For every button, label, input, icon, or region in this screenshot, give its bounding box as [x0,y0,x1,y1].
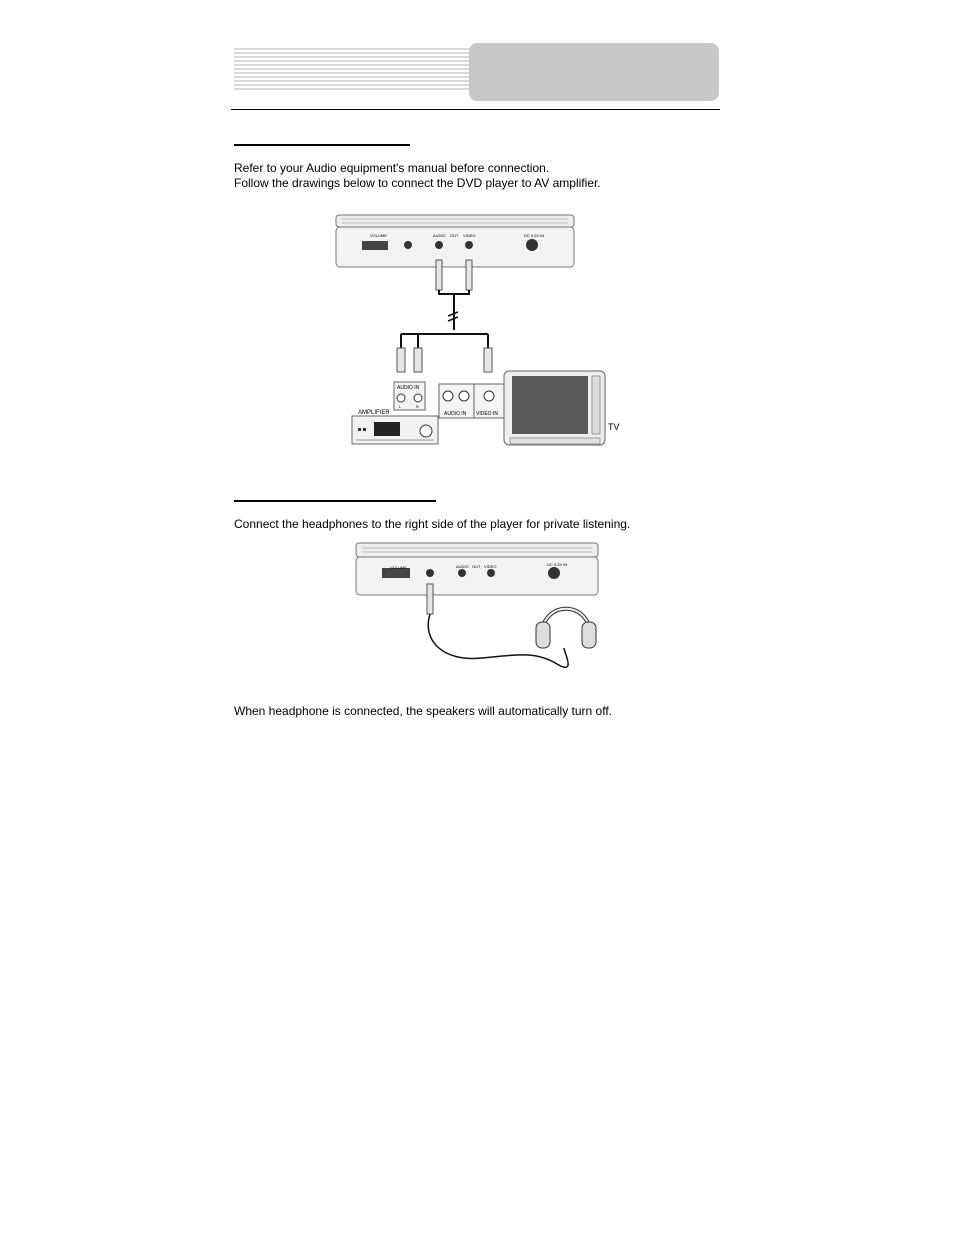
amplifier-connection-diagram: VOLUME AUDIO OUT VIDEO DC 9.5V IN AUDIO … [335,214,620,446]
fig1-tv-audio-in-label: AUDIO IN [444,411,467,417]
fig1-amp-r-label: R [416,404,419,409]
fig2-out-label: OUT [472,564,481,569]
section2-heading-rule [234,500,436,502]
fig1-tv-video-in-label: VIDEO IN [476,411,498,417]
fig2-video-label: VIDEO [484,564,496,569]
section1-line1: Refer to your Audio equipment's manual b… [234,161,550,175]
fig1-dc-in-label: DC 9.5V IN [524,233,544,238]
fig1-amp-audio-in-label: AUDIO IN [397,385,420,391]
fig1-video-label: VIDEO [463,233,475,238]
tv-illustration [503,370,606,446]
fig1-amplifier-label: AMPLIFIER [358,410,390,416]
headphone-note: When headphone is connected, the speaker… [234,704,612,718]
section1-line2: Follow the drawings below to connect the… [234,176,601,190]
headphones-icon [535,606,597,649]
section1-heading-rule [234,144,410,146]
fig2-dc-in-label: DC 9.5V IN [547,562,567,567]
header-title-box [469,43,719,101]
section2-line1: Connect the headphones to the right side… [234,517,631,531]
fig1-amp-l-label: L [399,404,402,409]
headphone-connection-diagram: VOLUME AUDIO OUT VIDEO DC 9.5V IN [355,542,599,668]
fig1-tv-label: TV [608,422,620,432]
headphone-cable [426,583,569,668]
fig1-audio-label: AUDIO [433,233,446,238]
fig2-audio-label: AUDIO [456,564,469,569]
header-rule [231,109,720,110]
fig1-volume-label: VOLUME [370,233,387,238]
fig1-out-label: OUT [450,233,459,238]
av-cable [396,259,493,373]
amplifier-illustration [351,415,439,445]
dvd-player-illustration [355,542,599,596]
fig2-volume-label: VOLUME [390,565,407,570]
dvd-player-illustration [335,214,575,268]
header-decoration-lines [234,48,472,90]
